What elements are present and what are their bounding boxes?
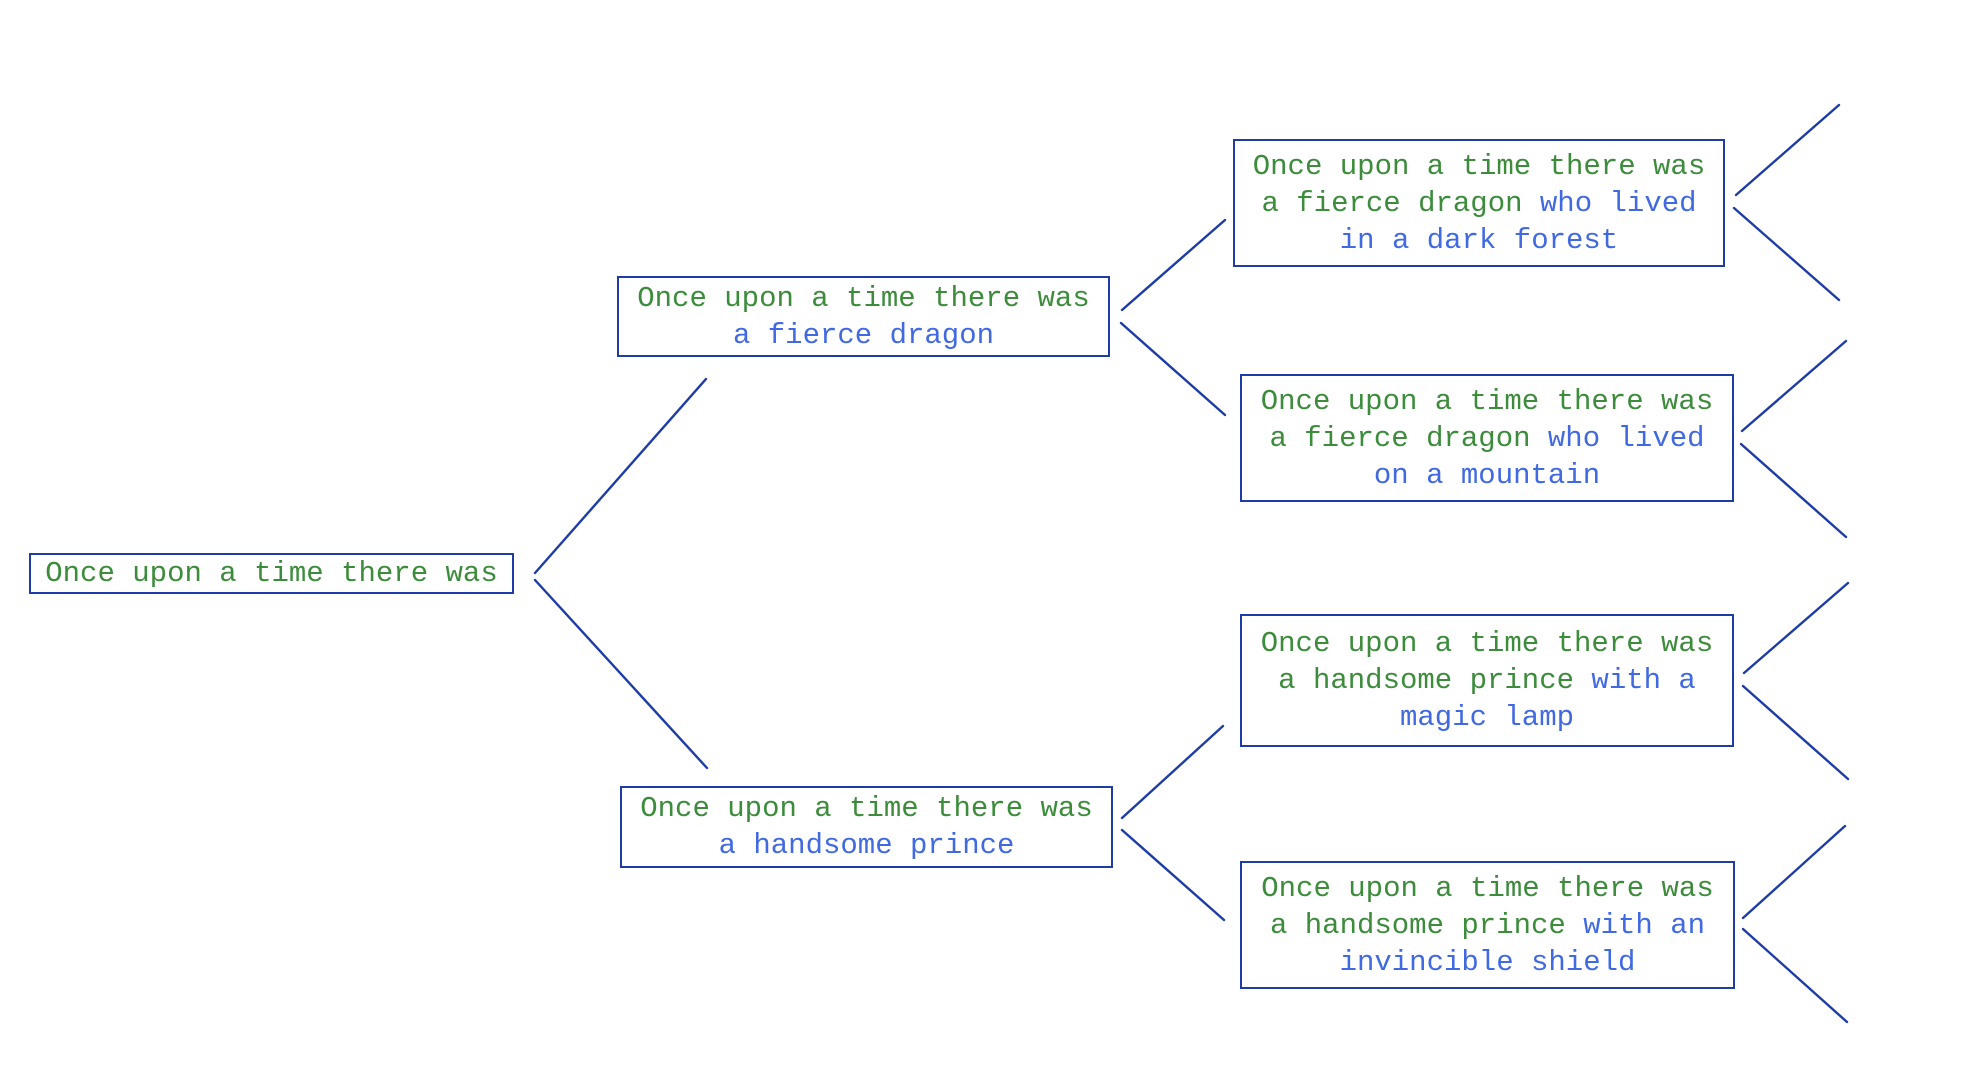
edge-mountain-stub-down [1739, 442, 1848, 539]
node-fierce-dragon[interactable]: Once upon a time there was a fierce drag… [617, 276, 1110, 357]
edge-shield-stub-up [1741, 824, 1847, 920]
node-completion-text: with an invincible shield [1339, 908, 1706, 979]
edge-dragon-to-forest [1120, 218, 1227, 312]
node-prince-invincible-shield[interactable]: Once upon a time there was a handsome pr… [1240, 861, 1735, 989]
edge-forest-stub-down [1732, 206, 1841, 302]
node-prompt-text: Once upon a time there was [45, 557, 498, 590]
edge-prince-to-lamp [1120, 724, 1225, 820]
edge-root-to-prince [533, 578, 709, 770]
node-prince-magic-lamp[interactable]: Once upon a time there was a handsome pr… [1240, 614, 1734, 747]
node-completion-text: who lived on a mountain [1373, 421, 1705, 492]
node-prompt-text: Once upon a time there was a fierce drag… [1252, 149, 1706, 220]
node-completion-text: a fierce dragon [732, 318, 995, 352]
edge-lamp-stub-up [1742, 581, 1850, 675]
node-dragon-dark-forest[interactable]: Once upon a time there was a fierce drag… [1233, 139, 1725, 267]
edge-shield-stub-down [1741, 927, 1849, 1024]
node-prompt-text: Once upon a time there was a handsome pr… [1260, 627, 1714, 697]
edge-root-to-dragon [533, 377, 708, 575]
edge-lamp-stub-down [1741, 684, 1850, 781]
node-text: Once upon a time there was [45, 555, 497, 592]
node-text: Once upon a time there was a handsome pr… [628, 790, 1105, 864]
node-prompt-text: Once upon a time there was a fierce drag… [1260, 384, 1714, 455]
node-root[interactable]: Once upon a time there was [29, 553, 514, 594]
node-completion-text: a handsome prince [718, 829, 1015, 862]
node-text: Once upon a time there was a handsome pr… [1248, 870, 1727, 981]
node-text: Once upon a time there was a fierce drag… [625, 280, 1102, 354]
node-completion-text: with a magic lamp [1399, 664, 1696, 734]
edge-prince-to-shield [1120, 828, 1226, 922]
node-completion-text: who lived in a dark forest [1339, 186, 1697, 257]
node-prompt-text: Once upon a time there was [640, 792, 1093, 825]
node-prompt-text: Once upon a time there was [637, 281, 1090, 315]
node-prompt-text: Once upon a time there was a handsome pr… [1261, 871, 1714, 942]
node-dragon-mountain[interactable]: Once upon a time there was a fierce drag… [1240, 374, 1734, 502]
edge-mountain-stub-up [1740, 339, 1848, 433]
node-handsome-prince[interactable]: Once upon a time there was a handsome pr… [620, 786, 1113, 868]
node-text: Once upon a time there was a handsome pr… [1248, 625, 1726, 736]
node-text: Once upon a time there was a fierce drag… [1241, 148, 1717, 259]
edge-forest-stub-up [1734, 103, 1841, 197]
node-text: Once upon a time there was a fierce drag… [1248, 383, 1726, 494]
edge-dragon-to-mountain [1119, 321, 1227, 417]
